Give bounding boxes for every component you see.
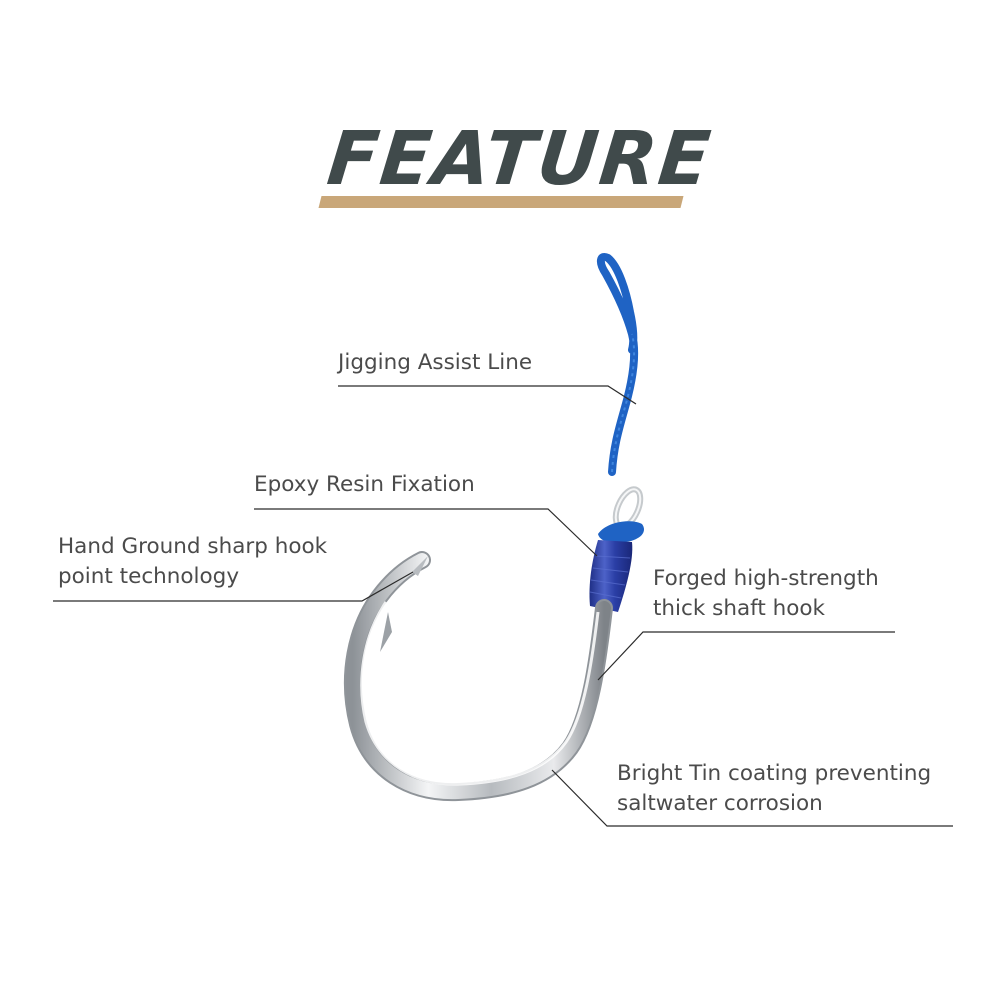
knot-icon bbox=[598, 521, 645, 543]
assist-line-icon bbox=[597, 253, 639, 476]
callout-line-1: Epoxy Resin Fixation bbox=[254, 472, 475, 497]
callout-epoxy-resin-fixation: Epoxy Resin Fixation bbox=[254, 470, 475, 500]
callout-line-2: saltwater corrosion bbox=[617, 791, 823, 816]
callout-line-2: point technology bbox=[58, 564, 240, 589]
callout-line-1: Bright Tin coating preventing bbox=[617, 761, 932, 786]
leader-line-forged bbox=[597, 631, 895, 681]
callout-jigging-assist-line: Jigging Assist Line bbox=[338, 348, 532, 378]
epoxy-sleeve-icon bbox=[589, 540, 633, 612]
leader-line-epoxy bbox=[254, 508, 598, 557]
barb-icon bbox=[380, 612, 392, 652]
hook-body-icon bbox=[344, 551, 613, 802]
leader-lines bbox=[53, 385, 953, 827]
leader-line-tin bbox=[551, 769, 953, 827]
callout-forged-shaft: Forged high-strength thick shaft hook bbox=[653, 564, 879, 624]
callout-line-1: Jigging Assist Line bbox=[338, 350, 533, 375]
callout-tin-coating: Bright Tin coating preventing saltwater … bbox=[617, 759, 931, 819]
callout-line-1: Forged high-strength bbox=[653, 566, 879, 591]
callout-hand-ground-point: Hand Ground sharp hook point technology bbox=[58, 532, 327, 592]
leader-line-jigging bbox=[338, 385, 637, 405]
callout-line-1: Hand Ground sharp hook bbox=[58, 534, 328, 559]
callout-line-2: thick shaft hook bbox=[653, 596, 825, 621]
leader-line-hand-ground bbox=[53, 571, 414, 602]
